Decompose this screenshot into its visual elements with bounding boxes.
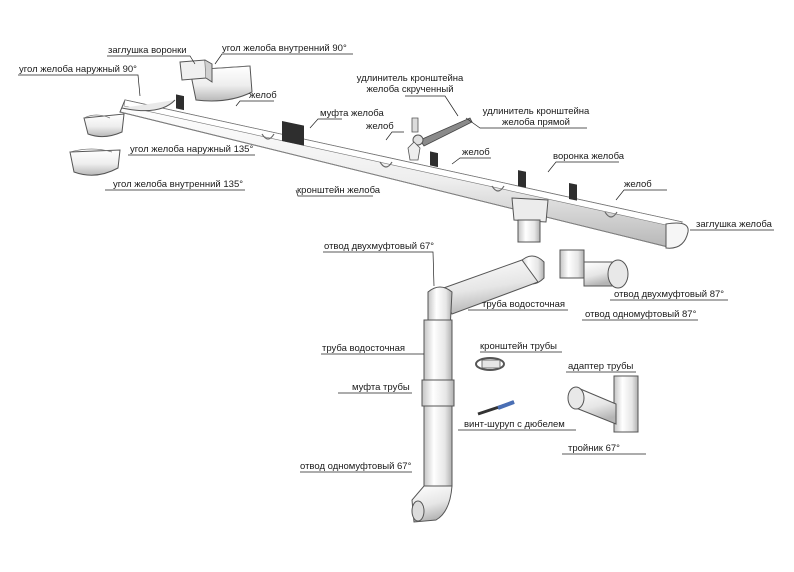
label-tee-67: тройник 67° — [568, 443, 620, 454]
label-pipe-coupling: муфта трубы — [352, 382, 410, 393]
label-pipe-bracket: кронштейн трубы — [480, 341, 557, 352]
label-funnel: воронка желоба — [553, 151, 625, 162]
leader-lines — [18, 53, 774, 473]
bracket-extension-straight-part — [407, 117, 421, 161]
inner-corner-135-part — [69, 148, 121, 176]
downpipe-assembly — [411, 255, 545, 523]
screw-dowel-part — [477, 400, 515, 416]
label-gutter-bracket: кронштейн желоба — [297, 185, 381, 196]
label-outer-corner-135: угол желоба наружный 135° — [130, 144, 254, 155]
outer-corner-135-part — [83, 113, 125, 138]
label-double-socket-elbow-67: отвод двухмуфтовый 67° — [324, 241, 435, 252]
label-screw-dowel: винт-шуруп с дюбелем — [464, 419, 565, 430]
label-downpipe-2: труба водосточная — [322, 343, 406, 354]
label-gutter-coupling: муфта желоба — [320, 108, 384, 119]
bracket-extension-twisted-part — [412, 117, 473, 147]
label-single-socket-elbow-67: отвод одномуфтовый 67° — [300, 461, 412, 472]
tee-67-part — [567, 375, 639, 433]
pipe-bracket-part — [475, 357, 505, 371]
funnel-part — [511, 197, 549, 243]
label-bracket-extension-straight: удлинитель кронштейна желоба прямой — [482, 106, 590, 128]
gutter-brackets — [176, 94, 618, 218]
gutter-end-cap-part — [665, 222, 689, 249]
label-gutter-end-cap: заглушка желоба — [696, 219, 772, 230]
label-funnel-cap: заглушка воронки — [108, 45, 187, 56]
label-gutter-3: желоб — [462, 147, 490, 158]
funnel-cap-part — [179, 59, 213, 83]
label-gutter-2: желоб — [366, 121, 394, 132]
label-gutter-4: желоб — [624, 179, 652, 190]
label-inner-corner-90: угол желоба внутренний 90° — [222, 43, 347, 54]
gutter-coupling-part — [282, 120, 304, 146]
label-downpipe-1: труба водосточная — [482, 299, 566, 310]
label-bracket-extension-twisted: удлинитель кронштейна желоба скрученный — [356, 73, 464, 95]
label-inner-corner-135: угол желоба внутренний 135° — [113, 179, 244, 190]
label-pipe-adapter: адаптер трубы — [568, 361, 634, 372]
label-outer-corner-90: угол желоба наружный 90° — [19, 64, 137, 75]
main-gutter — [119, 99, 683, 248]
label-gutter-1: желоб — [249, 90, 277, 101]
double-socket-elbow-87-part — [559, 249, 629, 289]
label-double-socket-elbow-87: отвод двухмуфтовый 87° — [614, 289, 725, 300]
label-single-socket-elbow-87: отвод одномуфтовый 87° — [585, 309, 697, 320]
